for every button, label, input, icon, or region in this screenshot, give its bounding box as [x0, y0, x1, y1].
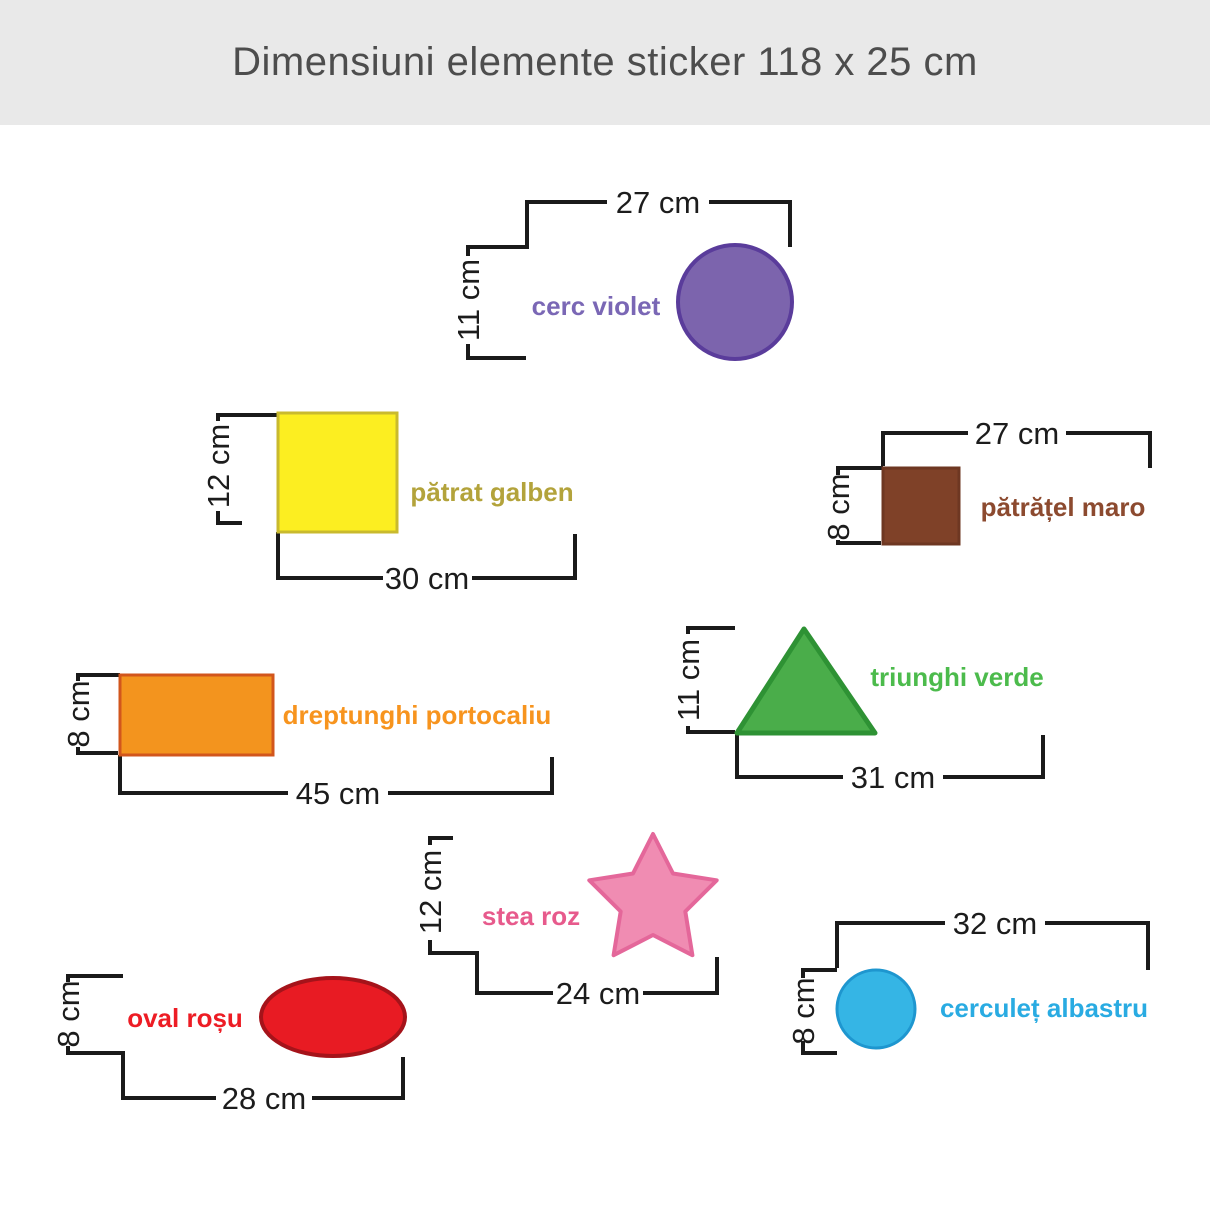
- dreptunghi-portocaliu-label: dreptunghi portocaliu: [283, 700, 552, 730]
- patrat-galben-label: pătrat galben: [410, 477, 573, 507]
- cerc-violet-label: cerc violet: [532, 291, 661, 321]
- green-triangle-shape: [734, 626, 878, 736]
- cerculet-albastru-label: cerculeț albastru: [940, 993, 1148, 1023]
- stea-roz-label: stea roz: [482, 901, 580, 931]
- group-cerc-violet: 27 cm 11 cm cerc violet: [451, 185, 794, 361]
- group-cerculet-albastru: 32 cm 8 cm cerculeț albastru: [786, 906, 1150, 1055]
- group-stea-roz: 12 cm 24 cm stea roz: [413, 832, 719, 1011]
- group-oval-rosu: 8 cm 28 cm oval roșu: [51, 974, 407, 1116]
- patratel-maro-dimension-lines: [836, 431, 1152, 545]
- group-dreptunghi-portocaliu: 8 cm 45 cm dreptunghi portocaliu: [61, 673, 554, 811]
- group-patratel-maro: 27 cm 8 cm pătrățel maro: [821, 416, 1152, 546]
- orange-rectangle-shape: [118, 673, 275, 757]
- oval-rosu-width-dimension: 28 cm: [222, 1081, 306, 1116]
- cerculet-albastru-width-dimension: 32 cm: [953, 906, 1037, 941]
- patratel-maro-height-dimension: 8 cm: [821, 473, 856, 540]
- cerc-violet-dimension-lines: [466, 200, 792, 360]
- patrat-galben-width-dimension: 30 cm: [385, 561, 469, 596]
- oval-rosu-label: oval roșu: [127, 1003, 243, 1033]
- group-patrat-galben: 12 cm 30 cm pătrat galben: [201, 411, 577, 596]
- cerculet-albastru-dimension-lines: [801, 921, 1150, 1055]
- patrat-galben-dimension-lines: [216, 413, 577, 580]
- patrat-galben-height-dimension: 12 cm: [201, 424, 236, 508]
- yellow-square-shape: [276, 411, 399, 534]
- patratel-maro-label: pătrățel maro: [981, 492, 1146, 522]
- oval-rosu-height-dimension: 8 cm: [51, 980, 86, 1047]
- page-title: Dimensiuni elemente sticker 118 x 25 cm: [232, 40, 978, 84]
- pink-star-shape: [587, 832, 719, 958]
- dreptunghi-portocaliu-width-dimension: 45 cm: [296, 776, 380, 811]
- patratel-maro-width-dimension: 27 cm: [975, 416, 1059, 451]
- stea-roz-dimension-lines: [428, 836, 719, 995]
- stea-roz-width-dimension: 24 cm: [556, 976, 640, 1011]
- group-triunghi-verde: 11 cm 31 cm triunghi verde: [671, 626, 1045, 795]
- triunghi-verde-label: triunghi verde: [870, 662, 1043, 692]
- header-band: Dimensiuni elemente sticker 118 x 25 cm: [0, 0, 1210, 125]
- dreptunghi-portocaliu-dimension-lines: [76, 673, 554, 795]
- oval-rosu-dimension-lines: [66, 974, 405, 1100]
- dreptunghi-portocaliu-height-dimension: 8 cm: [61, 680, 96, 747]
- violet-circle-shape: [676, 243, 794, 361]
- cerc-violet-width-dimension: 27 cm: [616, 185, 700, 220]
- cerc-violet-height-dimension: 11 cm: [451, 259, 486, 341]
- triunghi-verde-height-dimension: 11 cm: [671, 639, 706, 721]
- cerculet-albastru-height-dimension: 8 cm: [786, 977, 821, 1044]
- brown-square-shape: [881, 466, 961, 546]
- triunghi-verde-width-dimension: 31 cm: [851, 760, 935, 795]
- stea-roz-height-dimension: 12 cm: [413, 850, 448, 934]
- red-oval-shape: [259, 976, 407, 1058]
- triunghi-verde-dimension-lines: [686, 626, 1045, 779]
- blue-circle-shape: [835, 968, 917, 1050]
